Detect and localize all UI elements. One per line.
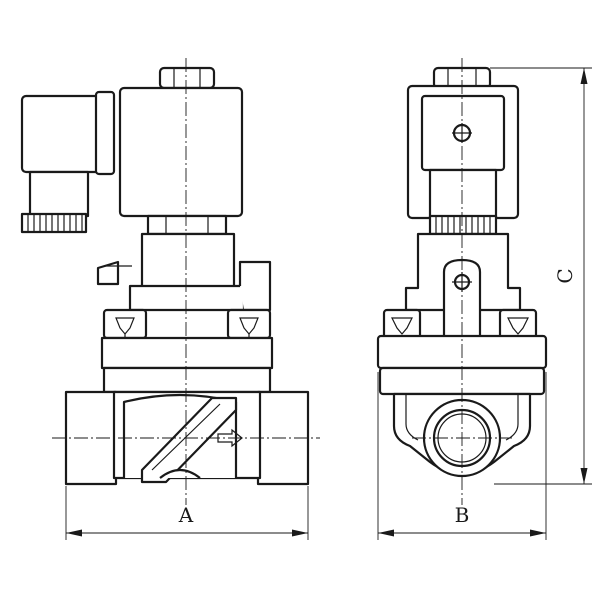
- stem-nut-side: [428, 214, 498, 236]
- top-nut: [158, 66, 216, 90]
- dimension-b: B: [377, 372, 547, 540]
- dimension-label-c: C: [553, 268, 577, 283]
- dimension-c: C: [490, 67, 592, 485]
- bonnet: [96, 232, 272, 312]
- valve-body: [64, 390, 310, 486]
- cover-flange: [100, 336, 274, 394]
- coil-housing: [118, 86, 244, 218]
- dimension-a: A: [65, 486, 309, 540]
- bonnet-side: [404, 232, 522, 350]
- din-connector: [20, 90, 116, 234]
- bolt-heads-side: [382, 308, 538, 340]
- dimension-label-a: A: [178, 503, 194, 527]
- side-view: [376, 58, 548, 505]
- bolt-heads: [102, 308, 272, 340]
- stem-nut: [146, 214, 228, 236]
- dimension-label-b: B: [455, 503, 470, 527]
- coil-side: [406, 84, 520, 220]
- front-view: [20, 58, 320, 505]
